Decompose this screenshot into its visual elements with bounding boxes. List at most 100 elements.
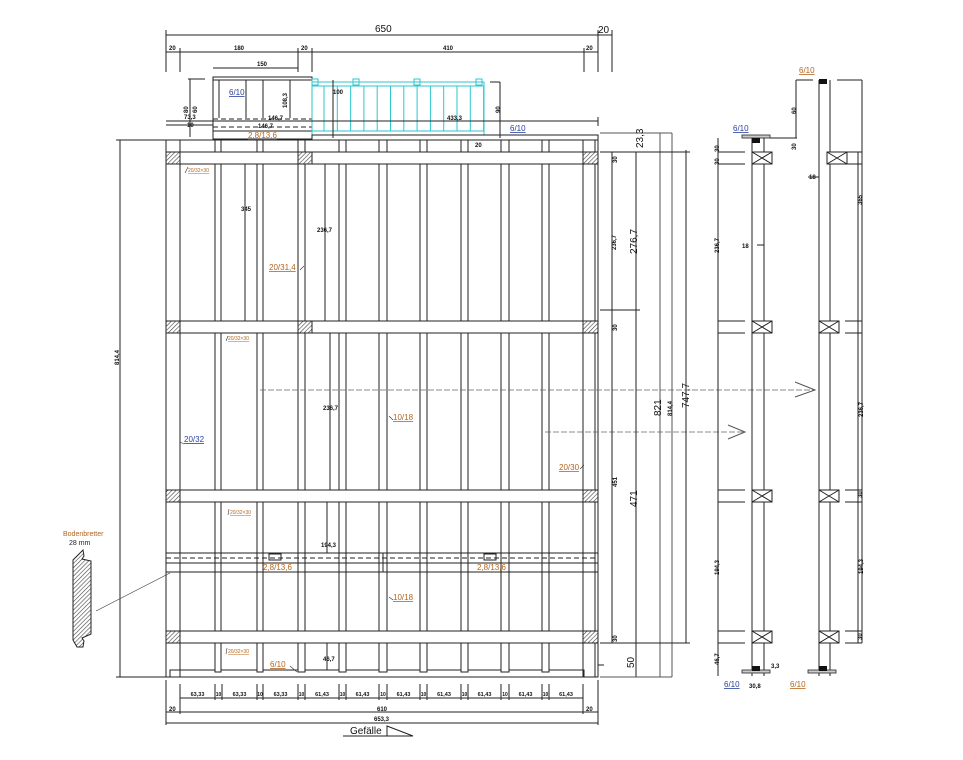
dim-bottom-segment: 63,33 (233, 692, 247, 698)
dim-inner-b: 236,7 (317, 228, 333, 234)
dim-inner-d: 194,3 (321, 543, 337, 549)
dim-deck-len: 433,3 (447, 116, 463, 122)
joist (338, 139, 347, 673)
label-joist-left: 20/32 (184, 435, 205, 444)
beam-section-cross (751, 320, 773, 334)
dim-line (845, 630, 862, 644)
dim-inner-c: 236,7 (323, 406, 339, 412)
dim-pavilion-inner: 150 (257, 62, 268, 68)
dim-bottom-segment: 10 (380, 692, 386, 698)
side1-bottom-label: 6/10 (724, 680, 740, 689)
cross-beam (165, 151, 599, 165)
beam-section-cross (751, 630, 773, 644)
dim-left-b: 60 (193, 106, 199, 113)
dim-inner-a: 345 (241, 207, 252, 213)
label-beam-3: 20/32×30 (230, 510, 251, 516)
side2-d7: 194,3 (859, 558, 865, 574)
dim-left-c: 73,3 (184, 115, 196, 121)
dim-left-a: 80 (184, 106, 190, 113)
dim-bottom-segment: 61,43 (397, 692, 411, 698)
floor-board-detail: Bodenbretter 28 mm (63, 531, 171, 648)
joist (541, 139, 550, 673)
floor-board-row: 2,8/13,6 2,8/13,6 (165, 552, 599, 573)
label-pavilion-beam: 2,8/13,6 (248, 131, 277, 140)
dim-bottom-total: 653,3 (374, 717, 390, 723)
side2-d8: 30 (858, 633, 864, 640)
dim-right-s6: 50 (626, 656, 637, 668)
side2-d6: 30 (858, 491, 864, 498)
cross-beam (165, 630, 599, 644)
side2-d2: 30 (792, 143, 798, 150)
dim-pav-len-a: 146,7 (268, 116, 284, 122)
dim-inner-e: 46,7 (323, 657, 335, 663)
dim-deck: 410 (443, 46, 454, 52)
joist (256, 139, 264, 673)
dim-bottom-segment: 61,43 (356, 692, 370, 698)
side2-d5: 236,7 (859, 401, 865, 417)
dim-right-o3: 747,7 (681, 383, 692, 408)
dim-line (845, 320, 862, 334)
pavilion-section: 80 60 73,3 10 108,3 146,7 146,7 6/10 2,8… (166, 76, 313, 140)
dim-bottom-segment: 61,43 (478, 692, 492, 698)
beam-section-cross (818, 320, 840, 334)
section-arrows (260, 381, 817, 440)
railing-post (413, 78, 421, 86)
dim-bottom-segment: 63,33 (274, 692, 288, 698)
post-section (582, 489, 599, 503)
dim-rail-1: 100 (333, 90, 344, 96)
side2-d3: 18 (809, 175, 816, 181)
board-profile (72, 548, 92, 648)
dim-bottom-segment: 10 (216, 692, 222, 698)
label-joist-upper: 20/31,4 (269, 263, 296, 272)
dim-line (718, 489, 745, 503)
board-detail-title: Bodenbretter (63, 531, 104, 538)
label-floor-1: 2,8/13,6 (263, 563, 292, 572)
post-section (297, 320, 313, 334)
dim-bottom-segment: 61,43 (437, 692, 451, 698)
post-section (582, 630, 599, 644)
dim-right-o1: 821 (653, 399, 664, 416)
dim-rail-height: 90 (496, 106, 502, 113)
railing-post (311, 78, 319, 86)
side1-d4: 18 (742, 244, 749, 250)
side1-d3: 236,7 (715, 237, 721, 253)
post-section (165, 151, 181, 165)
dim-bottom-segment: 61,43 (559, 692, 573, 698)
joist (214, 139, 222, 673)
side2-d4: 365 (858, 194, 864, 205)
beam-section-cross (818, 630, 840, 644)
side1-top-label: 6/10 (733, 124, 749, 133)
board-detail-thickness: 28 mm (69, 540, 91, 547)
side-view-2: 6/10 60 30 18 365 236,7 30 194,3 30 6/10 (790, 66, 865, 689)
label-bottom-board: 6/10 (270, 660, 286, 669)
top-dimensions: 650 20 20 180 20 410 20 150 (165, 24, 613, 72)
dim-left-d: 10 (187, 123, 194, 129)
side2-bottom-label: 6/10 (790, 680, 806, 689)
dim-bottom-right: 20 (586, 707, 593, 713)
dim-bottom-segment: 10 (340, 692, 346, 698)
dim-bottom-segment: 10 (502, 692, 508, 698)
dim-bottom-segment: 10 (462, 692, 468, 698)
dim-line (845, 489, 862, 503)
dim-pavilion-height: 108,3 (283, 92, 289, 108)
cross-beam (165, 320, 599, 334)
dim-bottom-inner: 610 (377, 707, 388, 713)
dim-bottom-segment: 10 (543, 692, 549, 698)
railing-post (352, 78, 360, 86)
dim-line (718, 151, 745, 165)
label-beam-2: 20/32×30 (228, 336, 249, 342)
dim-bottom-segment: 61,43 (315, 692, 329, 698)
label-pavilion-board: 6/10 (229, 88, 245, 97)
dim-right-t2: 276,7 (629, 229, 640, 254)
dim-bottom-segment: 10 (257, 692, 263, 698)
right-dimensions: 30 236,7 30 451 30 50 23,3 276,7 471 821… (600, 128, 692, 678)
beam-section-cross (751, 151, 773, 165)
dim-left-post: 20 (169, 46, 176, 52)
label-top-board: 6/10 (510, 124, 526, 133)
post-section (297, 151, 313, 165)
joist (378, 139, 388, 673)
side1-d8: 30,8 (749, 684, 761, 690)
railing-post (475, 78, 483, 86)
